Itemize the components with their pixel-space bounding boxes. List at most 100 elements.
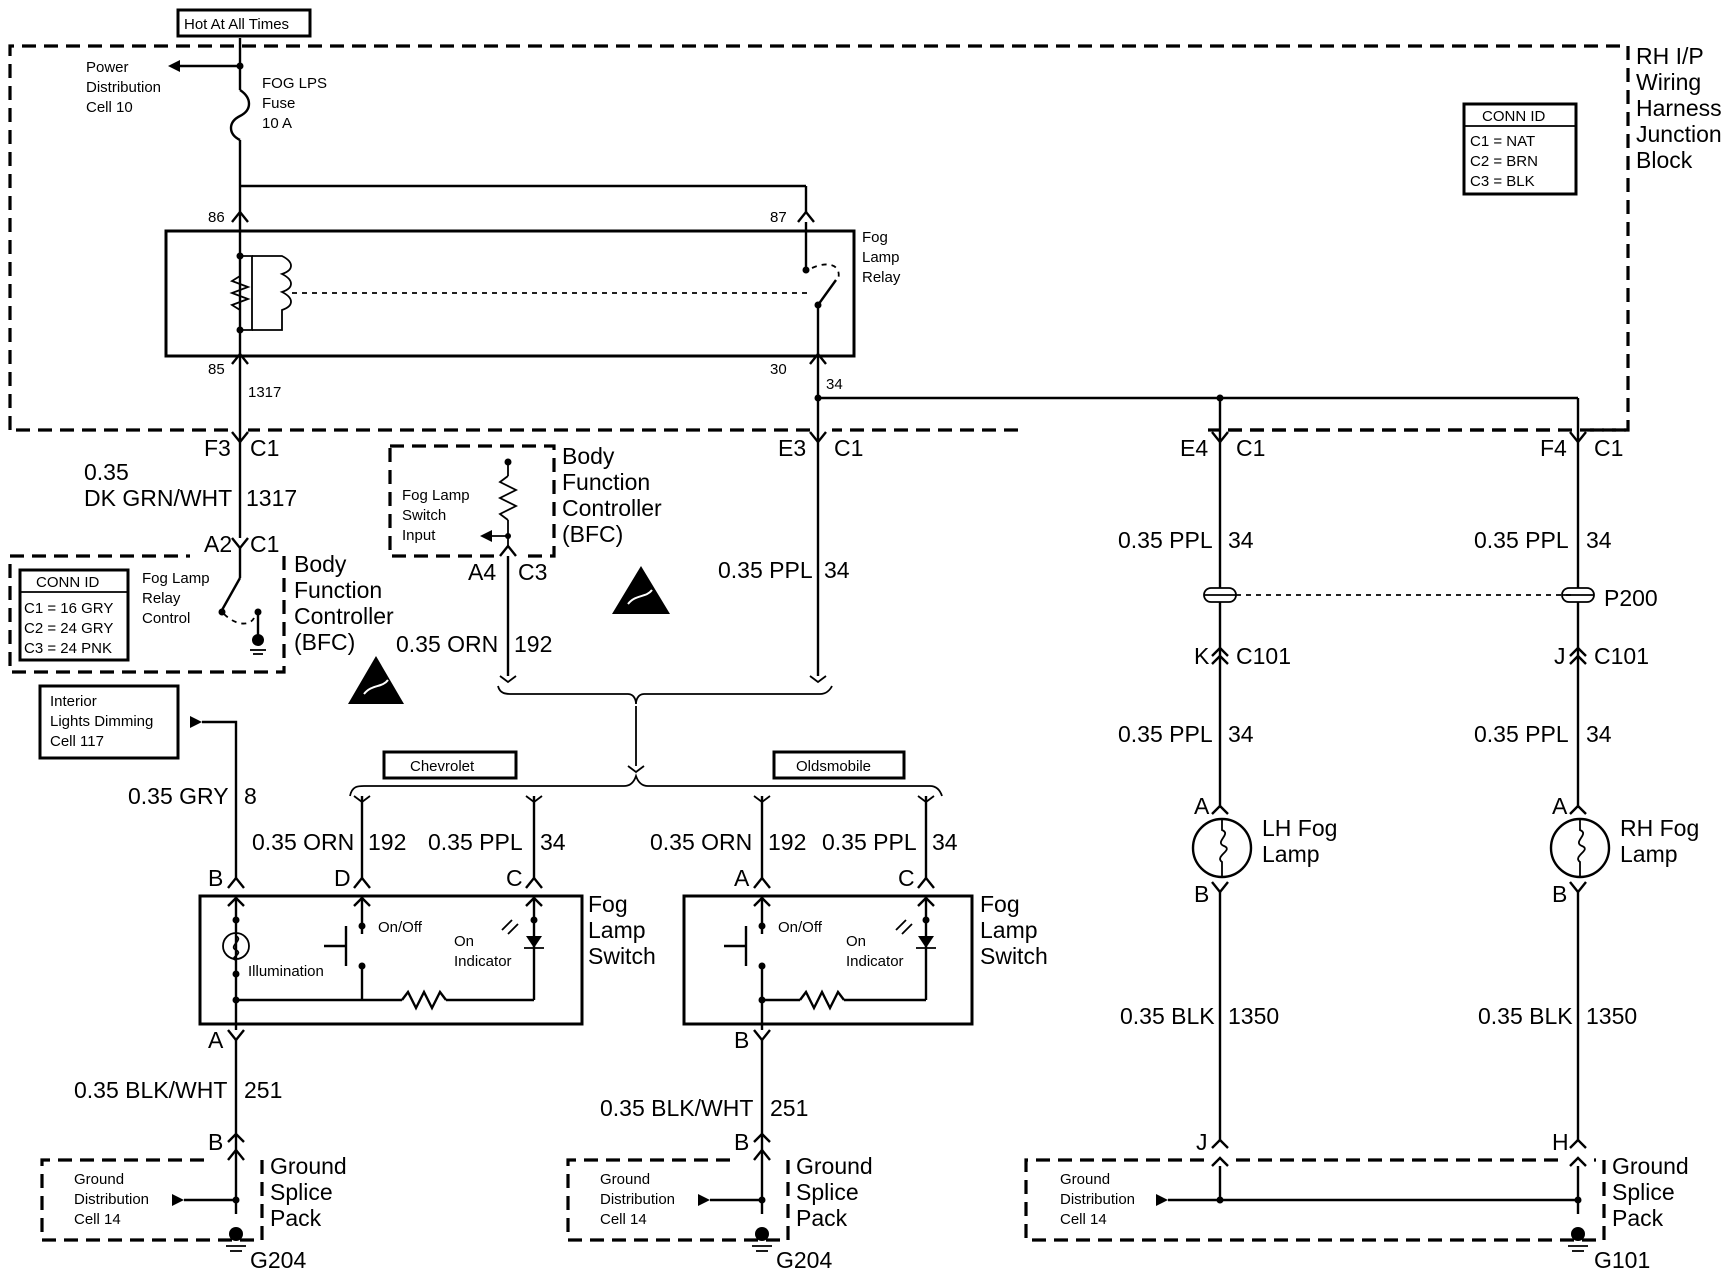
svg-text:C2 = BRN: C2 = BRN [1470,153,1538,170]
relay-coil-icon [252,255,292,331]
interior-lights-dimming-label: Interior Lights Dimming Cell 117 [50,693,153,750]
chev-fog-lamp-switch-box [198,894,584,1026]
svg-text:CONN ID: CONN ID [1482,108,1546,125]
svg-text:H: H [1552,1129,1569,1155]
svg-text:Ground: Ground [1612,1153,1689,1179]
svg-text:Pack: Pack [796,1205,848,1231]
svg-text:Fog Lamp: Fog Lamp [402,487,470,504]
svg-text:34: 34 [540,829,566,855]
ground-g101-icon [1571,1227,1585,1241]
svg-text:Lamp: Lamp [1262,841,1320,867]
connector-e3: E3 [778,435,806,461]
svg-text:A: A [734,865,750,891]
svg-text:Fog: Fog [862,229,888,246]
svg-text:C3 = BLK: C3 = BLK [1470,173,1535,190]
svg-text:C1: C1 [250,531,279,557]
circuit-1317-label: 1317 [248,384,281,401]
fuse-label: FOG LPS Fuse 10 A [262,75,327,132]
svg-text:Controller: Controller [294,603,394,629]
wire-ppl-34-chev: 0.35 PPL [428,829,523,855]
svg-text:A: A [208,1027,224,1053]
ground-distribution-label: Ground Distribution Cell 14 [74,1171,149,1228]
svg-text:Ground: Ground [600,1171,650,1188]
connector-c3: C3 [518,559,547,585]
svg-text:Indicator: Indicator [454,953,512,970]
wire-ppl-34-rh-lower: 0.35 PPL [1474,721,1569,747]
bfc-mid-boundary [390,444,556,558]
svg-text:Distribution: Distribution [600,1191,675,1208]
svg-text:Splice: Splice [1612,1179,1675,1205]
svg-text:Switch: Switch [980,943,1048,969]
svg-text:C1: C1 [834,435,863,461]
svg-text:LH Fog: LH Fog [1262,815,1337,841]
svg-text:RH I/P: RH I/P [1636,43,1704,69]
c101-lh-label: C101 [1236,643,1291,669]
fog-lamp-switch-input-label: Fog Lamp Switch Input [402,487,470,544]
svg-text:192: 192 [768,829,806,855]
ground-g204-icon [229,1227,243,1241]
olds-on-off-label: On/Off [778,919,823,936]
interior-lights-dimming-box [38,684,180,760]
svg-text:Distribution: Distribution [86,79,161,96]
svg-text:Fuse: Fuse [262,95,295,112]
fog-lamp-relay-control-label: Fog Lamp Relay Control [142,570,210,627]
connector-e4: E4 [1180,435,1208,461]
svg-text:C1 = 16 GRY: C1 = 16 GRY [24,600,113,617]
illumination-label: Illumination [248,963,324,980]
svg-text:Power: Power [86,59,129,76]
pin-30: 30 [770,361,787,378]
wire-orn-192-label: 0.35 ORN [396,631,498,657]
chevrolet-label: Chevrolet [410,758,475,775]
terminal-85-icon [231,352,249,365]
svg-text:Junction: Junction [1636,121,1722,147]
rh-fog-lamp-name: RH Fog Lamp [1620,815,1699,867]
svg-text:B: B [208,865,223,891]
chev-indicator-resistor-icon [401,989,447,1011]
svg-text:On: On [846,933,866,950]
junction-block-name: RH I/P Wiring Harness Junction Block [1636,43,1722,173]
wire-ppl-34-olds: 0.35 PPL [822,829,917,855]
svg-text:Cell 14: Cell 14 [74,1211,121,1228]
svg-text:Pack: Pack [270,1205,322,1231]
brand-splitter-brace [497,685,833,705]
connector-f4: F4 [1540,435,1567,461]
svg-text:C: C [898,865,915,891]
svg-text:On: On [454,933,474,950]
svg-text:CONN ID: CONN ID [36,574,100,591]
chevrolet-box [382,750,518,780]
svg-text:Ground: Ground [270,1153,347,1179]
olds-on-indicator-label: On Indicator [846,933,904,970]
svg-text:Splice: Splice [270,1179,333,1205]
relay-switch-arm [817,279,837,306]
connector-a2-arrow-icon [231,537,249,550]
svg-text:0.35: 0.35 [84,459,129,485]
svg-text:Cell 117: Cell 117 [50,733,104,750]
svg-text:FOG LPS: FOG LPS [262,75,327,92]
lh-fog-lamp-icon [1191,817,1253,879]
junction-block-boundary [8,44,1630,432]
esd-warning-icon-2 [612,566,670,614]
ground-icon [252,634,264,646]
junction-conn-id-table: CONN ID C1 = NAT C2 = BRN C3 = BLK [1462,102,1578,196]
svg-text:Switch: Switch [402,507,446,524]
svg-text:C3 = 24 PNK: C3 = 24 PNK [24,640,112,657]
svg-text:Cell 14: Cell 14 [600,1211,647,1228]
connector-a4-arrow-icon [499,544,517,557]
on-indicator-label: On Indicator [454,933,512,970]
svg-text:B: B [208,1129,223,1155]
relay-contact-87 [802,266,810,274]
svg-text:Relay: Relay [862,269,901,286]
svg-text:Splice: Splice [796,1179,859,1205]
dimming-arrow-icon [190,716,202,728]
svg-text:Lamp: Lamp [1620,841,1678,867]
wire-dk-grn-wht-label: 0.35 DK GRN/WHT 1317 [84,459,297,511]
svg-text:Harness: Harness [1636,95,1722,121]
svg-text:Function: Function [562,469,650,495]
svg-text:C1: C1 [1594,435,1623,461]
svg-text:Fog Lamp: Fog Lamp [142,570,210,587]
wire-gry-8-label: 0.35 GRY [128,783,229,809]
wire-ppl-34-lh-lower: 0.35 PPL [1118,721,1213,747]
svg-text:Ground: Ground [796,1153,873,1179]
svg-text:C1: C1 [1236,435,1265,461]
